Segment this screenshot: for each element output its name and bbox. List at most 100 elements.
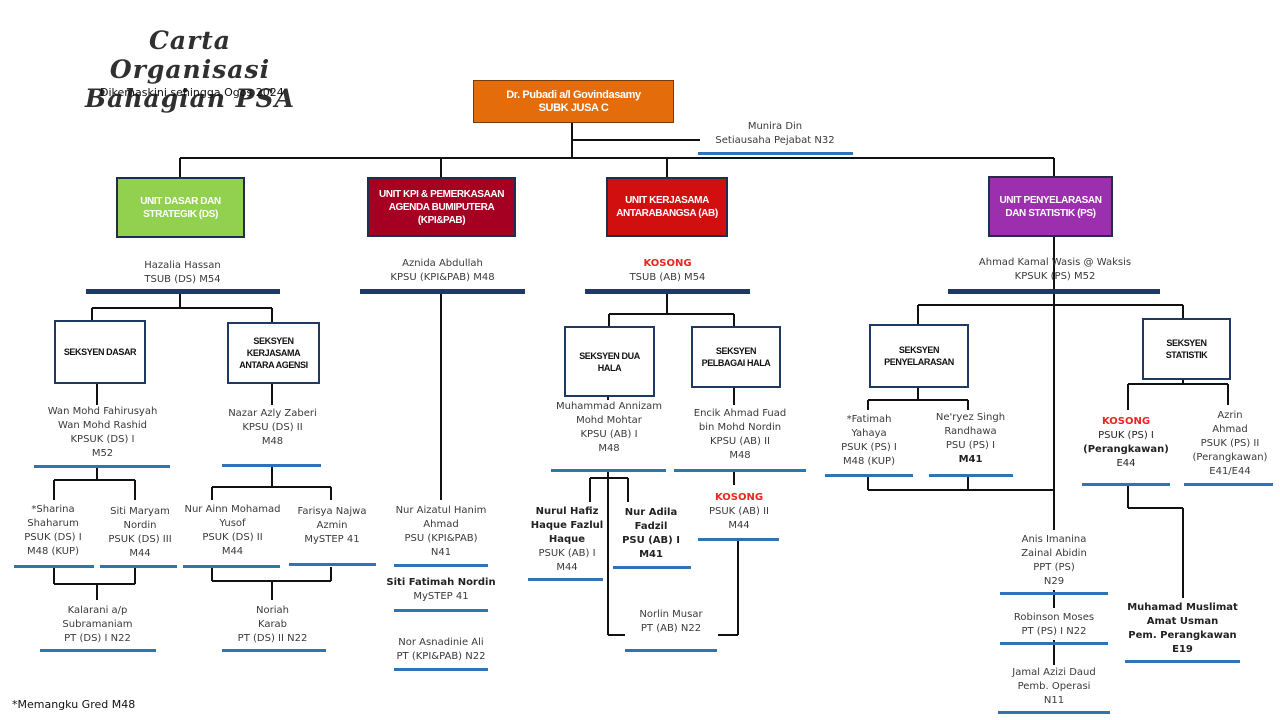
staff-grade: M52 (91, 448, 114, 459)
staff-grade: M48 (598, 443, 620, 454)
staff-name: Nurul Hafiz (535, 506, 599, 517)
staff-post: Pemb. Operasi (1017, 681, 1091, 692)
ab-sek1-head-underline (551, 469, 666, 472)
staff-grade: M44 (556, 562, 578, 573)
staff-name: Nor Asnadinie Ali (398, 637, 484, 648)
ps-sek2-staff-2-underline (1184, 483, 1273, 486)
staff-post: PT (PS) I N22 (1021, 626, 1087, 637)
ds-sek1-staff-2-underline (100, 565, 177, 568)
footnote: *Memangku Gred M48 (12, 698, 136, 711)
ps-staff-4-underline (1125, 660, 1240, 663)
staff-name: Norlin Musar (639, 609, 703, 620)
ds-sek1-staff-1-underline (14, 565, 94, 568)
staff-name-2: bin Mohd Nordin (698, 422, 782, 433)
staff-post: KPSU (DS) II (242, 422, 303, 433)
seksyen-dasar-box[interactable]: SEKSYEN DASAR (54, 320, 146, 384)
staff-name: Nazar Azly Zaberi (228, 408, 317, 419)
seksyen-kerjasama-agensi-box[interactable]: SEKSYEN KERJASAMA ANTARA AGENSI (227, 322, 320, 384)
staff-grade: M48 (KUP) (27, 546, 79, 557)
unit-ps-box[interactable]: UNIT PENYELARASAN DAN STATISTIK (PS) (988, 176, 1113, 237)
ab-sek1-staff-1-underline (528, 578, 603, 581)
ds-sek2-staff-2: Farisya Najwa Azmin MySTEP 41 (287, 505, 377, 547)
ds-sek1-staff-3: Kalarani a/p Subramaniam PT (DS) I N22 (40, 604, 155, 646)
ps-staff-1-underline (1000, 592, 1108, 595)
seksyen-dua-hala-box[interactable]: SEKSYEN DUA HALA (564, 326, 655, 397)
ps-sek1-staff-1-underline (825, 474, 913, 477)
ds-sek1-staff-3-underline (40, 649, 156, 652)
staff-name-2: Wan Mohd Rashid (57, 420, 148, 431)
kpi-head-bar (360, 289, 525, 294)
ds-sek2-staff-3: Noriah Karab PT (DS) II N22 (215, 604, 330, 646)
staff-grade: M48 (729, 450, 751, 461)
staff-name: Nur Aizatul Hanim (395, 505, 487, 516)
staff-grade: M48 (261, 436, 284, 447)
unit-kpi-box[interactable]: UNIT KPI & PEMERKASAAN AGENDA BUMIPUTERA… (367, 177, 516, 237)
staff-grade: E41/E44 (1209, 466, 1251, 477)
ab-head-name: KOSONG (643, 258, 692, 269)
ps-sek2-staff-1-underline (1082, 483, 1170, 486)
staff-name-2: Subramaniam (62, 619, 133, 630)
staff-grade: M44 (221, 546, 244, 557)
staff-post: PSU (KPI&PAB) (404, 533, 478, 544)
staff-post: PSUK (PS) I (841, 442, 897, 453)
staff-role: (Perangkawan) (1083, 444, 1169, 455)
staff-name: KOSONG (1101, 416, 1151, 427)
staff-name: Wan Mohd Fahirusyah (47, 406, 158, 417)
staff-name-2: Shaharum (27, 518, 79, 529)
staff-post: PT (AB) N22 (640, 623, 702, 634)
kpi-head-post: KPSU (KPI&PAB) M48 (390, 272, 495, 283)
staff-post: PSUK (DS) II (202, 532, 263, 543)
staff-post: MySTEP 41 (304, 534, 360, 545)
staff-name-2: Yahaya (851, 428, 887, 439)
ps-staff-3-underline (998, 711, 1110, 714)
top-position-box[interactable]: Dr. Pubadi a/l Govindasamy SUBK JUSA C (473, 80, 674, 123)
unit-ab-box[interactable]: UNIT KERJASAMA ANTARABANGSA (AB) (606, 177, 728, 237)
ps-sek2-staff-2: Azrin Ahmad PSUK (PS) II (Perangkawan) E… (1185, 409, 1275, 479)
ps-staff-1: Anis Imanina Zainal Abidin PPT (PS) N29 (1000, 533, 1108, 589)
staff-name: Azrin (1217, 410, 1243, 421)
staff-name-2: Nordin (123, 520, 157, 531)
ds-sek1-head-underline (34, 465, 170, 468)
staff-name: Robinson Moses (1013, 612, 1095, 623)
staff-name: Ne'ryez Singh (935, 412, 1006, 423)
ps-sek1-staff-2-underline (929, 474, 1013, 477)
staff-name: *Sharina (31, 504, 75, 515)
seksyen-statistik-box[interactable]: SEKSYEN STATISTIK (1142, 318, 1231, 380)
ds-sek2-staff-1: Nur Ainn Mohamad Yusof PSUK (DS) II M44 (180, 503, 285, 559)
top-post: SUBK JUSA C (538, 101, 609, 114)
staff-grade: E19 (1172, 644, 1193, 655)
staff-grade: M44 (129, 548, 151, 559)
staff-post: KPSU (AB) II (709, 436, 770, 447)
staff-post: PT (KPI&PAB) N22 (396, 651, 486, 662)
staff-name: Noriah (256, 605, 289, 616)
staff-grade: M48 (KUP) (843, 456, 895, 467)
ds-sek1-staff-2: Siti Maryam Nordin PSUK (DS) III M44 (95, 505, 185, 561)
ps-head-name: Ahmad Kamal Wasis @ Waksis (978, 257, 1132, 268)
kpi-staff-1: Nur Aizatul Hanim Ahmad PSU (KPI&PAB) N4… (385, 504, 497, 560)
ab-sek2-staff-1-underline (698, 538, 779, 541)
staff-name-2: Azmin (316, 520, 348, 531)
ps-sek1-staff-2: Ne'ryez Singh Randhawa PSU (PS) I M41 (928, 411, 1013, 467)
ds-head-bar (86, 289, 280, 294)
updated-date: Dikemaskini sehingga Ogos 2024 (100, 86, 284, 99)
staff-name: Anis Imanina (1021, 534, 1087, 545)
ps-staff-3: Jamal Azizi Daud Pemb. Operasi N11 (998, 666, 1110, 708)
ds-head-post: TSUB (DS) M54 (144, 274, 221, 285)
ds-sek2-head: Nazar Azly Zaberi KPSU (DS) II M48 (205, 407, 340, 449)
staff-post: PSUK (AB) I (538, 548, 596, 559)
ab-head-post: TSUB (AB) M54 (629, 272, 706, 283)
staff-name: Siti Maryam (110, 506, 170, 517)
ps-staff-2-underline (1000, 642, 1108, 645)
kpi-staff-3-underline (394, 668, 488, 671)
seksyen-pelbagai-hala-box[interactable]: SEKSYEN PELBAGAI HALA (691, 326, 781, 388)
staff-name-2: Karab (257, 619, 288, 630)
unit-ds-box[interactable]: UNIT DASAR DAN STRATEGIK (DS) (116, 177, 245, 238)
staff-grade: N29 (1043, 576, 1065, 587)
kpi-staff-1-underline (394, 564, 488, 567)
staff-name: Encik Ahmad Fuad (693, 408, 787, 419)
ab-sek1-head: Muhammad Annizam Mohd Mohtar KPSU (AB) I… (545, 400, 673, 456)
staff-grade: E44 (1116, 458, 1136, 469)
ds-sek2-staff-1-underline (183, 565, 280, 568)
seksyen-penyelarasan-box[interactable]: SEKSYEN PENYELARASAN (869, 324, 969, 388)
